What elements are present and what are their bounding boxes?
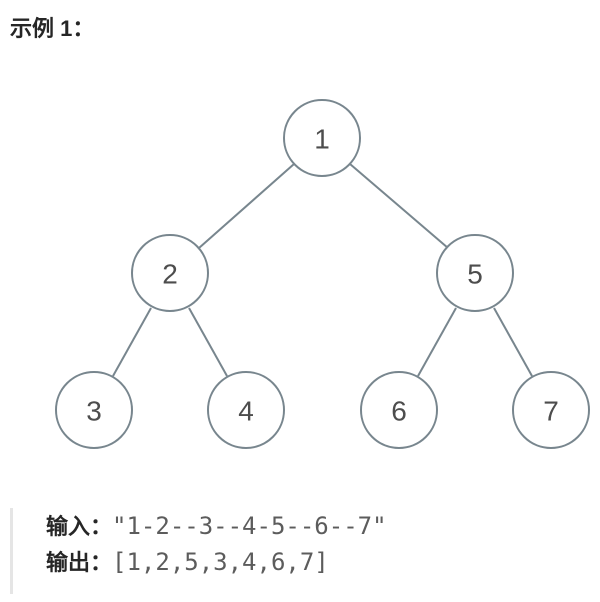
tree-node-label: 7 — [543, 396, 559, 427]
example-heading: 示例 1： — [10, 16, 95, 41]
output-label: 输出： — [46, 551, 113, 576]
tree-node-label: 4 — [238, 396, 254, 427]
tree-node-label: 6 — [391, 396, 407, 427]
tree-node: 4 — [207, 371, 285, 449]
tree-node-label: 3 — [86, 396, 102, 427]
tree-node: 6 — [360, 371, 438, 449]
tree-node: 7 — [512, 371, 590, 449]
tree-edge — [417, 307, 457, 377]
tree-edges — [112, 163, 533, 377]
binary-tree-diagram: 1 2 5 3 4 6 7 — [55, 99, 590, 449]
output-value: [1,2,5,3,4,6,7] — [112, 548, 329, 576]
tree-node: 1 — [283, 99, 361, 177]
example-output-line: 输出：[1,2,5,3,4,6,7] — [46, 544, 590, 580]
tree-node-label: 5 — [467, 259, 483, 290]
tree-nodes: 1 2 5 3 4 6 7 — [55, 99, 590, 449]
tree-edge — [112, 307, 152, 377]
tree-edge — [349, 163, 449, 249]
tree-node: 5 — [436, 234, 514, 312]
example-input-line: 输入："1-2--3--4-5--6--7" — [46, 508, 590, 544]
input-value: "1-2--3--4-5--6--7" — [112, 512, 387, 540]
tree-node: 3 — [55, 371, 133, 449]
tree-edge — [188, 307, 228, 377]
input-label: 输入： — [46, 515, 113, 540]
tree-node-label: 2 — [162, 259, 178, 290]
tree-edge — [198, 163, 295, 249]
example-io-block: 输入："1-2--3--4-5--6--7" 输出：[1,2,5,3,4,6,7… — [10, 508, 590, 594]
tree-edge — [493, 307, 533, 377]
tree-node: 2 — [131, 234, 209, 312]
tree-node-label: 1 — [314, 124, 330, 155]
